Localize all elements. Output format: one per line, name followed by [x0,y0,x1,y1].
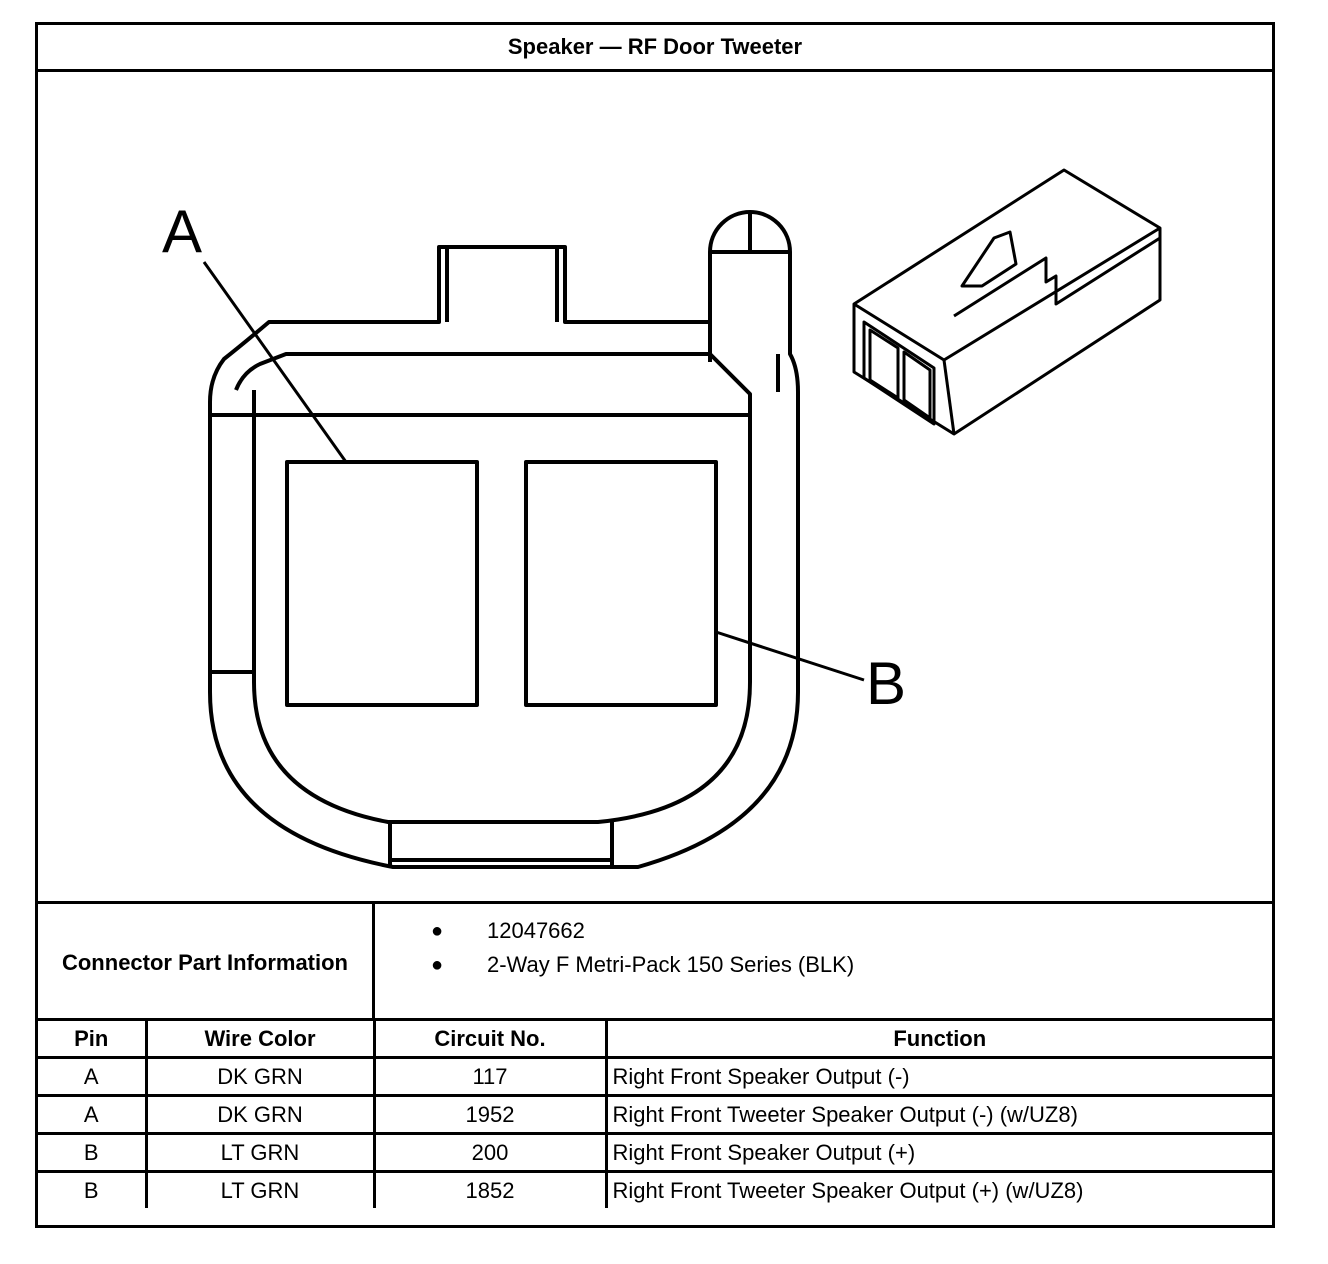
page-title: Speaker — RF Door Tweeter [38,25,1272,72]
header-wire-color: Wire Color [144,1018,376,1059]
connector-description: 2-Way F Metri-Pack 150 Series (BLK) [487,952,855,977]
cell-wire-color: DK GRN [144,1094,376,1135]
cell-pin: A [38,1056,148,1097]
cell-function: Right Front Tweeter Speaker Output (-) (… [604,1094,1272,1135]
table-row: B LT GRN 1852 Right Front Tweeter Speake… [38,1170,1272,1208]
cell-wire-color: LT GRN [144,1170,376,1208]
cell-circuit: 1952 [372,1094,608,1135]
callout-label-a: A [162,198,202,265]
table-row: A DK GRN 1952 Right Front Tweeter Speake… [38,1094,1272,1135]
connector-info-label: Connector Part Information [38,904,375,1021]
cell-circuit: 1852 [372,1170,608,1208]
cell-function: Right Front Tweeter Speaker Output (+) (… [604,1170,1272,1208]
cell-circuit: 200 [372,1132,608,1173]
cell-wire-color: DK GRN [144,1056,376,1097]
cell-pin: B [38,1170,148,1208]
cell-pin: A [38,1094,148,1135]
bullet-icon: ● [431,953,444,976]
cell-wire-color: LT GRN [144,1132,376,1173]
cell-circuit: 117 [372,1056,608,1097]
connector-diagram: A B [162,168,1162,869]
table-header-row: Pin Wire Color Circuit No. Function [38,1018,1272,1059]
leader-line-a [202,261,348,463]
header-function: Function [604,1018,1272,1059]
connector-sheet: Speaker — RF Door Tweeter [35,22,1275,1228]
list-item: ● 12047662 [375,914,1272,948]
table-row: A DK GRN 117 Right Front Speaker Output … [38,1056,1272,1097]
connector-3d-view [852,168,1162,436]
cell-function: Right Front Speaker Output (-) [604,1056,1272,1097]
header-circuit: Circuit No. [372,1018,608,1059]
connector-face [208,210,800,869]
table-row: B LT GRN 200 Right Front Speaker Output … [38,1132,1272,1173]
bullet-icon: ● [431,919,444,942]
cell-function: Right Front Speaker Output (+) [604,1132,1272,1173]
cavity-a [285,460,479,707]
header-pin: Pin [38,1018,148,1059]
part-number: 12047662 [487,918,585,943]
connector-part-info: Connector Part Information ● 12047662 ● … [38,901,1272,1021]
cell-pin: B [38,1132,148,1173]
connector-info-list: ● 12047662 ● 2-Way F Metri-Pack 150 Seri… [375,904,1272,1021]
leader-line-b [715,630,865,682]
cavity-b [524,460,718,707]
pin-table: Pin Wire Color Circuit No. Function A DK… [38,1018,1272,1208]
callout-label-b: B [866,650,906,717]
list-item: ● 2-Way F Metri-Pack 150 Series (BLK) [375,948,1272,982]
